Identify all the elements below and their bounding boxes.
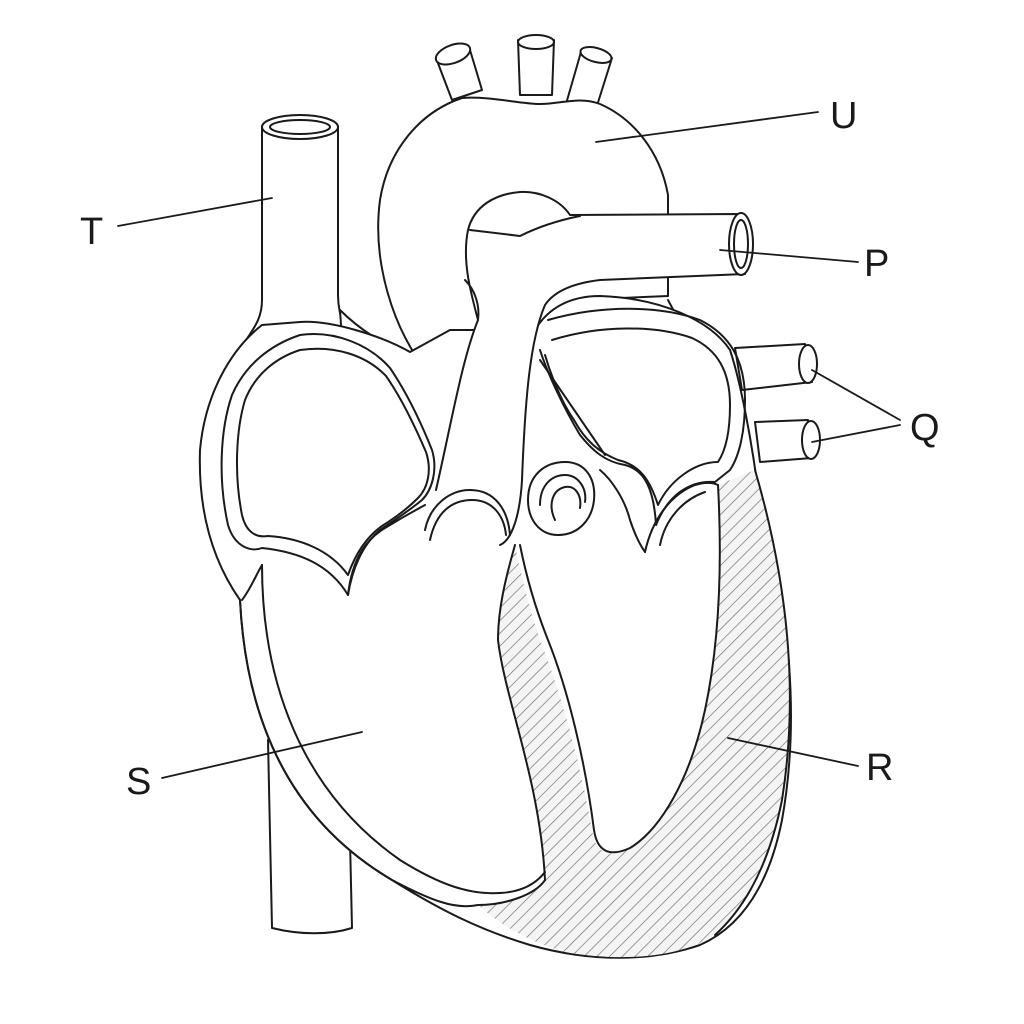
label-u: U	[830, 95, 857, 137]
aorta-branches	[434, 34, 613, 113]
left-ventricle-cavity	[519, 484, 721, 854]
right-ventricle	[239, 599, 546, 908]
label-p: P	[864, 243, 889, 285]
pulmonary-veins	[734, 343, 821, 463]
label-r: R	[866, 747, 893, 789]
leader-line-q-lower	[811, 424, 901, 443]
left-ventricle-wall	[478, 470, 790, 958]
leader-line-p	[719, 249, 859, 263]
label-s: S	[126, 761, 151, 803]
label-q: Q	[910, 407, 940, 449]
leader-line-r	[727, 737, 859, 767]
tricuspid-valve	[347, 489, 511, 596]
leader-line-u	[595, 111, 819, 143]
leader-line-q-upper	[811, 369, 901, 421]
aortic-valve	[527, 461, 596, 536]
leader-line-s	[161, 731, 363, 779]
label-t: T	[80, 211, 103, 253]
leader-line-t	[117, 197, 273, 227]
inferior-vena-cava	[267, 739, 353, 935]
mitral-valve	[599, 469, 719, 553]
